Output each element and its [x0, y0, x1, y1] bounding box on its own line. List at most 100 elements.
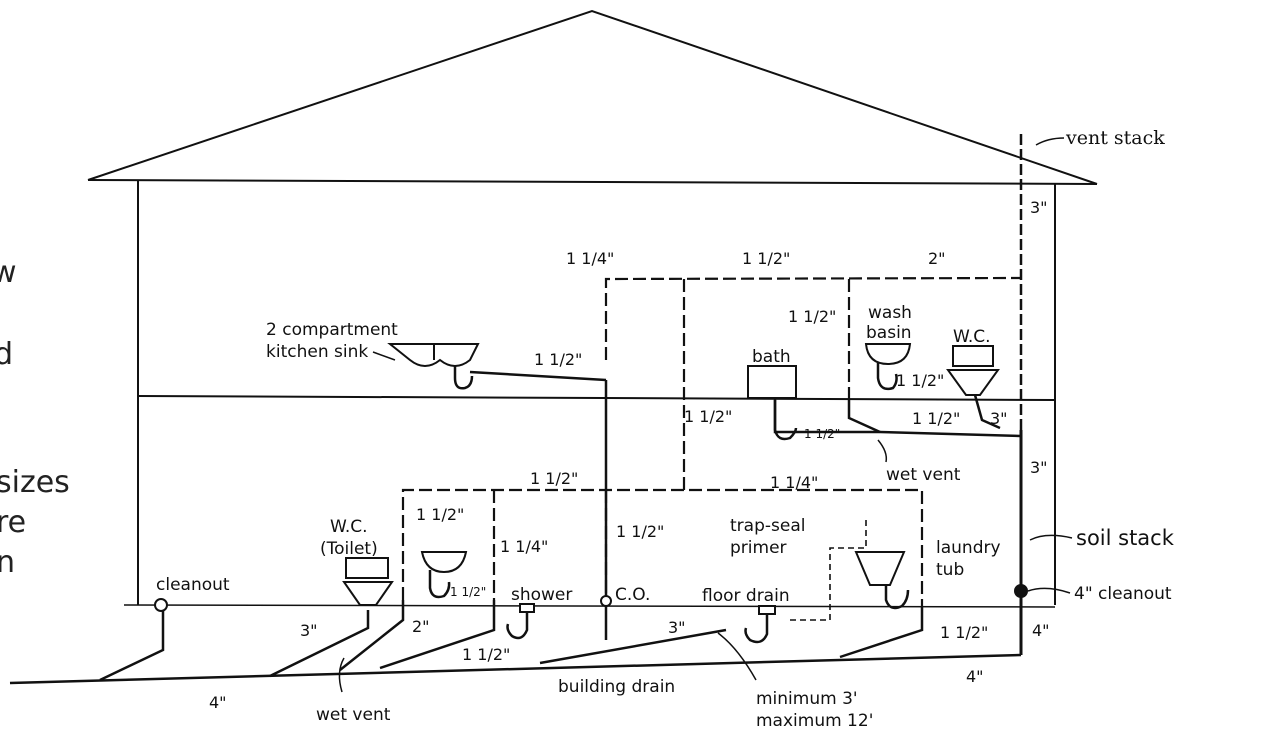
size-1-1-2-left-mid: 1 1/2" — [684, 407, 732, 426]
fixtures — [154, 343, 1028, 615]
lav-lower-trap — [428, 570, 451, 599]
floor-drain-trap — [744, 612, 769, 644]
cleanout-icon — [154, 598, 168, 612]
label-min-3: minimum 3' — [756, 689, 858, 709]
label-laundry-1: laundry — [936, 538, 1001, 558]
label-wet-vent-upper: wet vent — [886, 465, 961, 485]
wc-upper-bowl-icon — [946, 369, 1000, 396]
label-kitchen-sink-2: kitchen sink — [266, 342, 368, 362]
size-1-1-2-bath-small: 1 1/2" — [804, 427, 840, 441]
size-2-top: 2" — [928, 249, 946, 268]
floor-drain-line — [539, 628, 727, 665]
left-text-1: d — [0, 337, 13, 372]
label-wet-vent-lower: wet vent — [316, 705, 391, 725]
shower-drain-icon — [519, 603, 535, 613]
eave-line — [87, 179, 1098, 185]
size-4-drain-right: 4" — [966, 667, 984, 686]
size-3-wc-upper: 3" — [990, 409, 1008, 428]
size-1-1-4-lower-mid: 1 1/4" — [500, 537, 548, 556]
size-1-1-2-lower-top: 1 1/2" — [530, 469, 578, 488]
upper-vent-run — [604, 276, 1022, 360]
pipe-sizes: 3" 1 1/4" 1 1/2" 2" 1 1/2" 1 1/2" 1 1/2"… — [209, 198, 1050, 712]
traps — [428, 360, 1001, 644]
label-wc-upper: W.C. — [953, 327, 991, 347]
wash-basin-icon — [864, 343, 912, 366]
size-4-drain-left: 4" — [209, 693, 227, 712]
size-1-1-2-kitchen: 1 1/2" — [534, 350, 582, 369]
wc-lower-bowl-icon — [342, 581, 394, 606]
shower-trap — [506, 610, 529, 640]
laundry-tub-icon — [854, 551, 906, 586]
size-3-floor: 3" — [668, 618, 686, 637]
leader-lines — [338, 137, 1073, 693]
floor-drain-icon — [758, 605, 776, 615]
laundry-trap — [884, 585, 910, 610]
size-1-1-4-top: 1 1/4" — [566, 249, 614, 268]
size-4-stack: 4" — [1032, 621, 1050, 640]
left-text-0: w — [0, 255, 17, 290]
label-max-12: maximum 12' — [756, 711, 873, 729]
left-text-2: sizes — [0, 465, 70, 500]
label-building-drain: building drain — [558, 677, 675, 697]
upper-floor — [137, 395, 1056, 401]
ground-floor — [123, 604, 1056, 608]
building-drain — [9, 653, 1022, 685]
label-4in-cleanout: 4" cleanout — [1074, 584, 1172, 604]
wc-lower-drain — [269, 610, 370, 678]
label-soil-stack: soil stack — [1076, 526, 1175, 550]
size-1-1-2-laundry: 1 1/2" — [940, 623, 988, 642]
wc-upper-trap — [973, 394, 1001, 430]
size-2-lower: 2" — [412, 617, 430, 636]
bath-trap — [773, 400, 798, 441]
size-1-1-2-lav-small: 1 1/2" — [450, 585, 486, 599]
basin-upper-trap — [876, 360, 898, 391]
size-1-1-4-lower-top: 1 1/4" — [770, 473, 818, 492]
label-wash-1: wash — [868, 303, 912, 323]
size-1-1-2-bath-vent: 1 1/2" — [788, 307, 836, 326]
size-1-1-2-mid-right: 1 1/2" — [912, 409, 960, 428]
size-3-stack-mid: 3" — [1030, 458, 1048, 477]
co-icon — [600, 595, 612, 607]
labels: vent stack soil stack 4" cleanout 2 comp… — [156, 127, 1175, 729]
cleanout-line — [99, 605, 165, 682]
label-laundry-2: tub — [936, 560, 964, 580]
label-cleanout: cleanout — [156, 575, 230, 595]
left-text-3: re — [0, 505, 26, 540]
kitchen-drain — [469, 370, 607, 382]
left-cropped-text: w d sizes re n — [0, 255, 70, 580]
lower-vent-run — [401, 488, 924, 607]
size-1-1-2-shower: 1 1/2" — [462, 645, 510, 664]
basin-drain — [847, 400, 881, 434]
size-3-top: 3" — [1030, 198, 1048, 217]
label-wc-lower-2: (Toilet) — [320, 539, 378, 559]
label-floor-drain: floor drain — [702, 586, 790, 606]
label-kitchen-sink-1: 2 compartment — [266, 320, 398, 340]
size-1-1-2-lower-center: 1 1/2" — [616, 522, 664, 541]
roof — [87, 9, 1098, 185]
size-1-1-2-top: 1 1/2" — [742, 249, 790, 268]
label-bath: bath — [752, 347, 791, 367]
house-outline — [87, 9, 1098, 608]
label-vent-stack: vent stack — [1065, 127, 1165, 149]
size-3-wc-lower: 3" — [300, 621, 318, 640]
label-wc-lower-1: W.C. — [330, 517, 368, 537]
label-co: C.O. — [615, 585, 650, 605]
laundry-drain — [839, 607, 924, 659]
stack-cleanout-icon — [1014, 584, 1028, 598]
wc-upper-tank-icon — [952, 345, 994, 367]
vent-piping — [401, 276, 1022, 607]
left-text-4: n — [0, 545, 15, 580]
label-wash-2: basin — [866, 323, 912, 343]
shower-drain — [379, 600, 496, 670]
bath-icon — [747, 365, 797, 399]
label-trap-seal-2: primer — [730, 538, 787, 558]
kitchen-trap — [453, 360, 474, 390]
trap-seal-primer-line — [790, 520, 867, 621]
label-trap-seal-1: trap-seal — [730, 516, 805, 536]
wc-lower-tank-icon — [345, 557, 389, 579]
lav-lower-icon — [420, 551, 468, 574]
label-shower: shower — [511, 585, 572, 605]
size-1-1-2-lower-left: 1 1/2" — [416, 505, 464, 524]
size-1-1-2-basin: 1 1/2" — [896, 371, 944, 390]
